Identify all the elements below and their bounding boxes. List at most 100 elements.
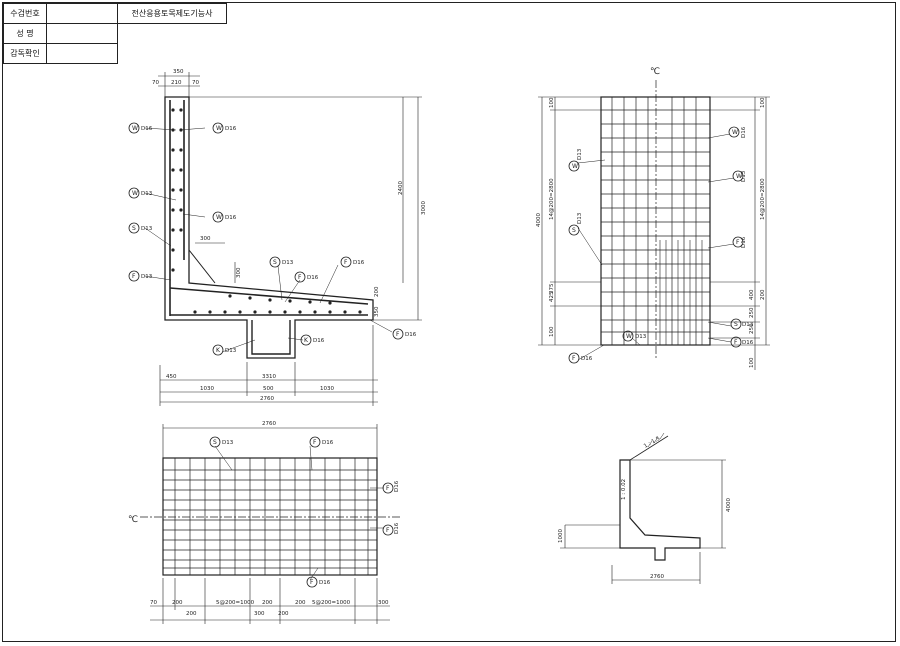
- bar-mark: F: [298, 274, 302, 281]
- elev-rdim-250-a: 250: [749, 307, 755, 318]
- dim-1030-a: 1030: [200, 386, 214, 392]
- general-hatch: [647, 432, 665, 448]
- dim-350: 350: [173, 69, 184, 75]
- bar-dia: D13: [577, 212, 583, 224]
- plan-dim-200-c: 200: [295, 600, 306, 606]
- dim-2760: 2760: [260, 396, 274, 402]
- elev-rdim-250-b: 250: [749, 323, 755, 334]
- bar-dia: D16: [405, 332, 417, 338]
- bar-mark: F: [386, 527, 390, 534]
- bar-mark: W: [572, 163, 578, 170]
- bar-mark: W: [132, 125, 138, 132]
- center-mark-plan: ℃: [128, 515, 138, 525]
- elev-rdim-14at200: 14@200=2800: [760, 178, 766, 220]
- general-labels: 1 : 1.5 1 : 0.02 4000 1000 2760: [558, 435, 732, 580]
- bar-mark: W: [216, 125, 222, 132]
- bar-dia: D16: [141, 126, 153, 132]
- bar-mark: K: [216, 347, 221, 354]
- plan-dim-200-a: 200: [172, 600, 183, 606]
- plan-labels: ℃ 2760 70 200 5@200=1000 200 200 5@200=1…: [128, 421, 400, 617]
- bar-dia: D13: [141, 191, 153, 197]
- center-mark-elevation: ℃: [650, 67, 660, 77]
- bar-dia: D13: [222, 440, 234, 446]
- bar-mark: F: [734, 339, 738, 346]
- plan-dim-300: 300: [378, 600, 389, 606]
- bar-dia: D16: [742, 340, 754, 346]
- bar-dia: D16: [741, 126, 747, 138]
- title-block: 수검번호 전산응용토목제도기능사 성 명 감독확인: [3, 3, 227, 64]
- elev-dim-14at200: 14@200=2800: [549, 178, 555, 220]
- bar-mark: S: [734, 321, 738, 328]
- general-dim-4000: 4000: [726, 498, 732, 512]
- dim-450: 450: [166, 374, 177, 380]
- dim-500: 500: [263, 386, 274, 392]
- plan-outline: [162, 457, 378, 576]
- section-view: [128, 72, 422, 406]
- elev-rdim-400: 400: [749, 289, 755, 300]
- plan-sub-200-a: 200: [186, 611, 197, 617]
- section-outline: [164, 96, 374, 359]
- dim-1030-b: 1030: [320, 386, 334, 392]
- section-mark-circles: [128, 122, 404, 356]
- bar-mark: F: [344, 259, 348, 266]
- subject-title: 전산응용토목제도기능사: [117, 3, 227, 24]
- elevation-vertical-bars: [611, 97, 697, 345]
- bar-mark: F: [396, 331, 400, 338]
- bar-mark: W: [216, 214, 222, 221]
- elev-rdim-100-b: 100: [749, 357, 755, 368]
- general-backfill: [629, 435, 669, 461]
- bar-dia: D13: [225, 348, 237, 354]
- bar-dia: D16: [225, 215, 237, 221]
- section-wall-rebar-dots: [171, 108, 183, 272]
- dim-70-left: 70: [152, 80, 159, 86]
- bar-mark: S: [213, 439, 217, 446]
- bar-dia: D13: [741, 170, 747, 182]
- section-base-rebar-dots: [193, 294, 362, 314]
- bar-mark: F: [313, 439, 317, 446]
- section-key-rebar: [251, 320, 291, 355]
- section-labels: 350 70 210 70 2400 3000 200 350 300 300 …: [132, 69, 427, 402]
- bar-dia: D16: [581, 356, 593, 362]
- bar-mark: W: [132, 190, 138, 197]
- elev-dim-425: 425: [549, 291, 555, 302]
- plan-sub-300: 300: [254, 611, 265, 617]
- plan-leaders: [214, 445, 384, 581]
- bar-dia: D13: [282, 260, 294, 266]
- elevation-mark-circles: [568, 126, 744, 364]
- bar-dia: D16: [322, 440, 334, 446]
- plan-dim-5at200-b: 5@200=1000: [312, 600, 351, 606]
- dim-70-right: 70: [192, 80, 199, 86]
- elev-dim-100-bottom: 100: [549, 326, 555, 337]
- bar-dia: D13: [577, 148, 583, 160]
- bar-dia: D16: [741, 236, 747, 248]
- plan-dim-200-b: 200: [262, 600, 273, 606]
- elev-dim-375: 375: [549, 283, 555, 294]
- plan-mark-circles: [209, 436, 394, 588]
- bar-mark: F: [736, 239, 740, 246]
- bar-mark: F: [572, 355, 576, 362]
- bar-mark: S: [572, 227, 576, 234]
- bar-mark: W: [626, 333, 632, 340]
- bar-mark: S: [132, 225, 136, 232]
- elevation-dimensions: [538, 96, 770, 370]
- general-dim-2760: 2760: [650, 574, 664, 580]
- bar-dia: D16: [394, 522, 400, 534]
- supervisor-value: [46, 43, 118, 64]
- slope-top: 1 : 1.5: [643, 435, 662, 449]
- section-dimensions: [158, 72, 422, 406]
- plan-dim-5at200-a: 5@200=1000: [216, 600, 255, 606]
- bar-dia: D16: [225, 126, 237, 132]
- elevation-labels: ℃ 100 14@200=2800 425 375 100 4000 100 1…: [536, 67, 766, 368]
- bar-mark: F: [132, 273, 136, 280]
- bar-mark: F: [310, 579, 314, 586]
- plan-vertical-bars: [174, 458, 369, 575]
- elevation-dense-bars: [659, 240, 703, 345]
- elev-dim-100-top: 100: [549, 97, 555, 108]
- dim-2400: 2400: [398, 181, 404, 195]
- elev-rdim-100: 100: [760, 97, 766, 108]
- general-view: [560, 432, 726, 584]
- plan-dim-2760: 2760: [262, 421, 276, 427]
- plan-sub-200-b: 200: [278, 611, 289, 617]
